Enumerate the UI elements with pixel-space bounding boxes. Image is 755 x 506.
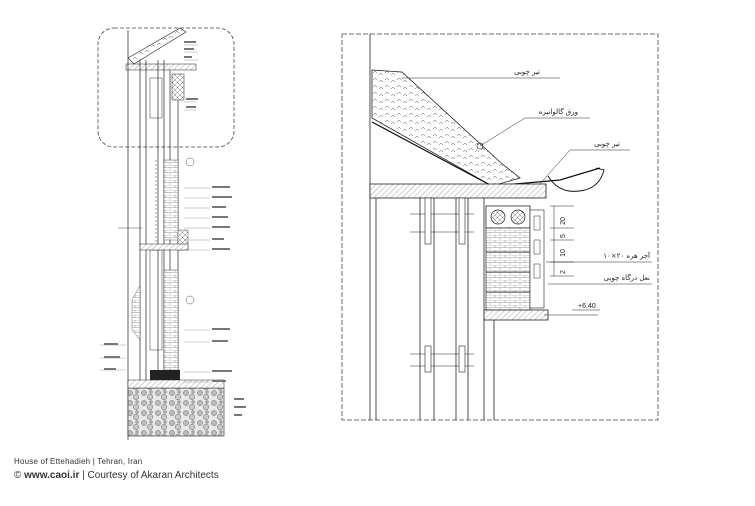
roof-slope [127, 27, 187, 65]
section-annotation-text [104, 41, 246, 416]
timber-beam [369, 183, 547, 199]
callout-marker-2 [185, 295, 195, 305]
label-timber-beam-top: تیر چوبی [514, 68, 540, 76]
label-timber-beam-side: تیر چوبی [594, 140, 620, 148]
section-annotations [100, 44, 210, 383]
callout-marker-1 [185, 157, 195, 167]
level-marker: +6.40 [578, 303, 596, 310]
brick-course [485, 227, 531, 311]
eaves-detail-drawing: 20 5 10 2 تیر چوبی ورق گالوانیزه تیر چوب… [341, 33, 659, 421]
brick-wall-upper [163, 159, 179, 241]
floor-slab [139, 243, 189, 251]
detail-frame [341, 33, 659, 421]
foundation-base [150, 370, 180, 380]
gutter [547, 167, 605, 192]
dimension-20: 20 [560, 217, 567, 225]
label-galvanized-sheet: ورق گالوانیزه [539, 107, 578, 116]
dimension-lines [550, 205, 600, 311]
dimension-10: 10 [560, 249, 567, 257]
bolt-connectors [410, 197, 474, 373]
brick-wall-lower [163, 269, 179, 371]
roof-tile-layer [371, 69, 521, 187]
dimension-2: 2 [560, 270, 567, 274]
courtesy-text: Courtesy of Akaran Architects [87, 470, 219, 481]
window-frame [149, 77, 163, 351]
project-title: House of Ettehadieh | Tehran, Iran [14, 457, 143, 466]
timber-lintel [483, 309, 549, 321]
copyright-icon: © [14, 470, 22, 481]
site-link[interactable]: www.caoi.ir [24, 470, 80, 481]
separator: | [82, 470, 85, 481]
foundation-stone [127, 387, 225, 437]
credit-line: © www.caoi.ir | Courtesy of Akaran Archi… [14, 470, 219, 481]
detail-callout-frame [97, 27, 235, 148]
vent-circle-left [490, 209, 506, 225]
label-lintel: نعل درگاه چوبی [604, 273, 650, 282]
wall-section-drawing [97, 27, 246, 440]
vent-circle-right [510, 209, 526, 225]
galvanized-sheet [371, 121, 601, 187]
label-brick: آجر هره ۲۰×۱۰ [603, 251, 651, 260]
project-caption: House of Ettehadieh | Tehran, Iran [14, 457, 142, 466]
dimension-5: 5 [560, 234, 567, 238]
